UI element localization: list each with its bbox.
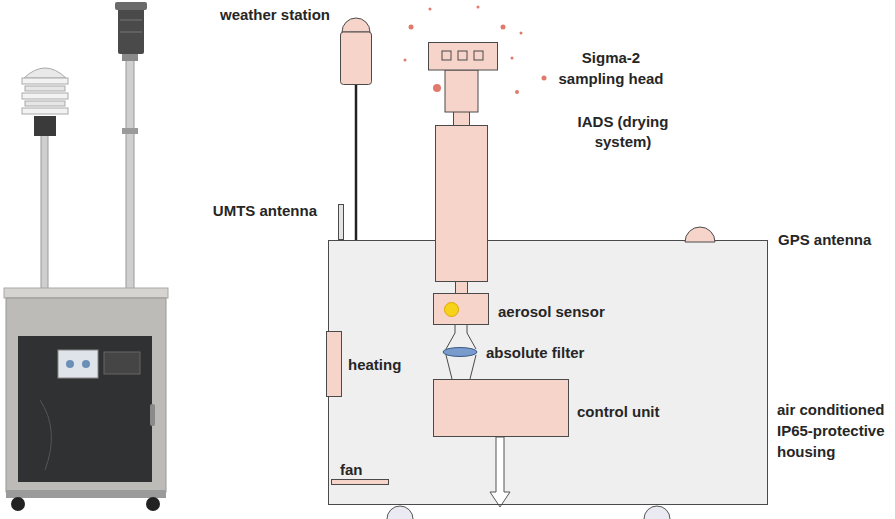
sensor-disc <box>22 93 68 99</box>
exhaust-arrow <box>490 437 510 507</box>
base <box>6 490 166 498</box>
gps-antenna-outline <box>684 226 716 242</box>
part-label: UMTS antenna <box>213 201 317 221</box>
sensor-disc <box>25 101 65 106</box>
part-label: heating <box>348 355 401 375</box>
castor <box>146 497 160 511</box>
cable <box>40 400 51 470</box>
part-label: weather station <box>220 5 330 25</box>
drying-system: IADS (drying system) <box>435 125 488 282</box>
screen-icon <box>66 360 74 368</box>
particle <box>511 57 514 60</box>
particle <box>520 32 523 35</box>
module <box>104 352 140 374</box>
part-label: aerosol sensor <box>498 302 605 322</box>
head-cap <box>115 2 147 10</box>
part-label: control unit <box>577 402 660 422</box>
sampling-head-photo <box>118 6 144 54</box>
door-handle <box>150 404 155 426</box>
sensor-disc <box>22 108 68 114</box>
inlet-slot <box>458 51 467 60</box>
inlet-slot <box>442 51 451 60</box>
part-label: Sigma-2 sampling head <box>555 47 667 89</box>
part-label: IADS (drying system) <box>564 112 682 152</box>
part-label: GPS antenna <box>778 230 871 250</box>
filter-disc <box>443 348 477 357</box>
screen-icon <box>82 360 90 368</box>
particle <box>404 59 407 62</box>
dome <box>685 227 715 242</box>
body <box>341 32 372 85</box>
sampling-head-outline <box>428 42 498 112</box>
sensor-dome <box>24 68 66 78</box>
heating-element: heating <box>326 331 342 397</box>
grille <box>120 32 142 33</box>
inlet-slot <box>474 51 483 60</box>
castor <box>11 497 25 511</box>
sensor-disc <box>22 78 68 84</box>
gps-antenna: GPS antenna <box>684 226 716 242</box>
particle <box>515 90 519 94</box>
particle <box>477 6 480 9</box>
device-photo <box>4 2 168 511</box>
umts-antenna: UMTS antenna <box>338 204 344 240</box>
sensor-disc <box>25 86 65 91</box>
touch-screen <box>58 350 98 378</box>
particle <box>501 25 506 30</box>
grille <box>120 20 142 21</box>
housing: air conditioned IP65-protective housinga… <box>328 240 768 505</box>
sensor-body <box>34 116 56 136</box>
wheel <box>387 506 413 519</box>
particle <box>409 25 414 30</box>
pole <box>41 135 48 295</box>
part-label: fan <box>340 460 363 480</box>
neck <box>445 70 478 112</box>
mast <box>355 85 358 240</box>
part-label: air conditioned IP65-protective housing <box>777 399 889 462</box>
sampling-head: Sigma-2 sampling head <box>428 42 498 112</box>
wheel <box>644 506 670 519</box>
cabinet-window <box>18 336 152 482</box>
aerosol-sensor: aerosol sensor <box>433 293 489 325</box>
cabinet <box>6 298 166 492</box>
housing-fill <box>328 240 768 505</box>
dome <box>342 18 370 32</box>
particle <box>429 8 432 11</box>
cabinet-top <box>4 288 168 298</box>
weather-station: weather station <box>340 14 372 85</box>
pole <box>126 50 134 295</box>
sensor-light <box>444 302 459 317</box>
control-unit: control unit <box>433 379 569 437</box>
particle <box>433 84 441 92</box>
pipe-connector <box>454 111 470 126</box>
inlet <box>429 43 498 71</box>
filter-label: absolute filter <box>486 343 584 363</box>
particle <box>542 76 547 81</box>
weather-station-outline <box>340 14 372 85</box>
bracket <box>122 128 138 134</box>
fan: fan <box>331 479 389 485</box>
